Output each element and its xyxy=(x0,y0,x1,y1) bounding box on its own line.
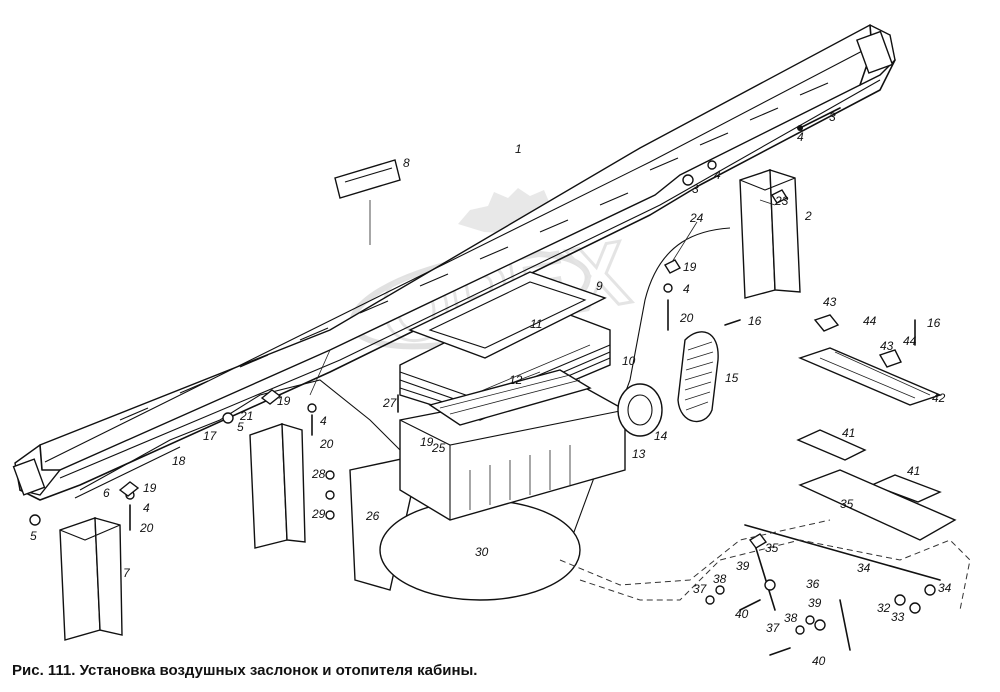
callout: 16 xyxy=(748,314,762,328)
callout: 20 xyxy=(139,521,154,535)
callout: 8 xyxy=(403,156,410,170)
callout: 26 xyxy=(365,509,380,523)
callout: 5 xyxy=(30,529,37,543)
callout: 39 xyxy=(808,596,822,610)
callout: 5 xyxy=(237,420,244,434)
callout: 41 xyxy=(842,426,855,440)
callout: 42 xyxy=(932,391,946,405)
callout: 4 xyxy=(714,168,721,182)
callout: 19 xyxy=(420,435,434,449)
callout: 43 xyxy=(880,339,894,353)
callout: 16 xyxy=(927,316,941,330)
callout: 2 xyxy=(804,209,812,223)
callout: 21 xyxy=(239,409,253,423)
callout: 38 xyxy=(713,572,727,586)
callout: 7 xyxy=(123,566,131,580)
callout: 40 xyxy=(812,654,826,668)
support-column-left xyxy=(59,517,123,641)
callout: 4 xyxy=(797,130,804,144)
callout: 6 xyxy=(103,486,110,500)
callout: 43 xyxy=(823,295,837,309)
callout: 33 xyxy=(891,610,905,624)
callout: 3 xyxy=(829,110,836,124)
callout: 4 xyxy=(683,282,690,296)
dashboard-beam xyxy=(12,24,896,501)
callout: 41 xyxy=(907,464,920,478)
callout: 15 xyxy=(725,371,739,385)
callout: 29 xyxy=(311,507,326,521)
callout: 28 xyxy=(311,467,326,481)
leader-lines xyxy=(369,199,776,263)
callout: 36 xyxy=(806,577,820,591)
callout: 37 xyxy=(766,621,781,635)
callout: 40 xyxy=(735,607,749,621)
callout: 3 xyxy=(692,182,699,196)
callout: 1 xyxy=(515,142,522,156)
fasteners xyxy=(29,107,916,656)
callout: 14 xyxy=(654,429,668,443)
air-ducts xyxy=(559,519,971,611)
callout: 17 xyxy=(203,429,218,443)
callout: 34 xyxy=(938,581,952,595)
callout: 13 xyxy=(632,447,646,461)
callout: 4 xyxy=(143,501,150,515)
callout: 34 xyxy=(857,561,871,575)
radiator-stack xyxy=(399,271,611,426)
callout: 38 xyxy=(784,611,798,625)
callout: 10 xyxy=(622,354,636,368)
cover-plate xyxy=(334,159,401,199)
support-column-right xyxy=(739,169,801,299)
callout: 20 xyxy=(319,437,334,451)
callout: 35 xyxy=(840,497,854,511)
callout: 30 xyxy=(475,545,489,559)
callout: 35 xyxy=(765,541,779,555)
callout: 4 xyxy=(320,414,327,428)
callout: 25 xyxy=(431,441,446,455)
heater-unit xyxy=(349,383,663,601)
callout: 9 xyxy=(596,279,603,293)
callout: 12 xyxy=(509,373,523,387)
callout: 32 xyxy=(877,601,891,615)
figure-caption: Рис. 111. Установка воздушных заслонок и… xyxy=(12,662,478,679)
callout: 20 xyxy=(679,311,694,325)
callout: 19 xyxy=(143,481,157,495)
callout: 19 xyxy=(683,260,697,274)
damper-levers xyxy=(744,524,941,651)
callout: 23 xyxy=(774,194,789,208)
callouts: 1 2 3 3 4 4 4 4 4 5 5 6 7 8 9 10 11 12 1… xyxy=(30,110,952,668)
callout: 11 xyxy=(530,317,542,331)
damper-plates xyxy=(796,314,957,541)
callout: 18 xyxy=(172,454,186,468)
callout: 44 xyxy=(863,314,877,328)
support-column-mid xyxy=(249,423,306,549)
air-vent-grille xyxy=(677,331,719,423)
callout: 24 xyxy=(689,211,704,225)
callout: 39 xyxy=(736,559,750,573)
callout: 27 xyxy=(382,396,398,410)
callout: 37 xyxy=(693,582,708,596)
callout: 44 xyxy=(903,334,917,348)
callout: 19 xyxy=(277,394,291,408)
